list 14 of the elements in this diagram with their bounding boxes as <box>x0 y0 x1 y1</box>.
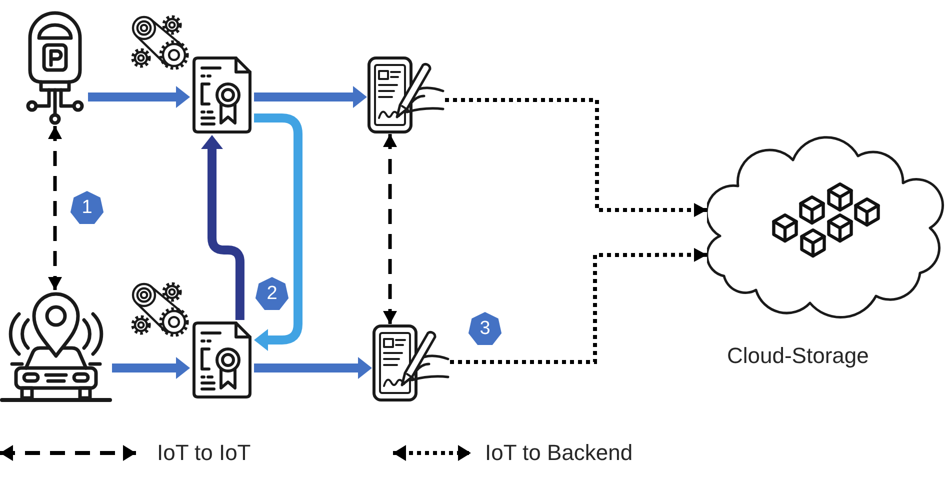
callout-number: 1 <box>70 191 104 224</box>
legend-text: IoT to IoT <box>157 440 251 466</box>
connected-car-icon <box>0 290 112 404</box>
dashed-arrow <box>384 134 397 324</box>
dashed-arrow <box>48 126 62 290</box>
signing-tablet-icon <box>372 324 450 402</box>
callout-number: 3 <box>468 312 502 345</box>
dotted-arrow <box>445 98 707 217</box>
certificate-icon <box>190 55 254 135</box>
legend-text: IoT to Backend <box>485 440 633 466</box>
signing-tablet-icon <box>367 56 445 134</box>
certificate-icon <box>190 320 254 400</box>
dotted-arrow <box>450 248 707 364</box>
node-label: Cloud-Storage <box>727 343 869 369</box>
